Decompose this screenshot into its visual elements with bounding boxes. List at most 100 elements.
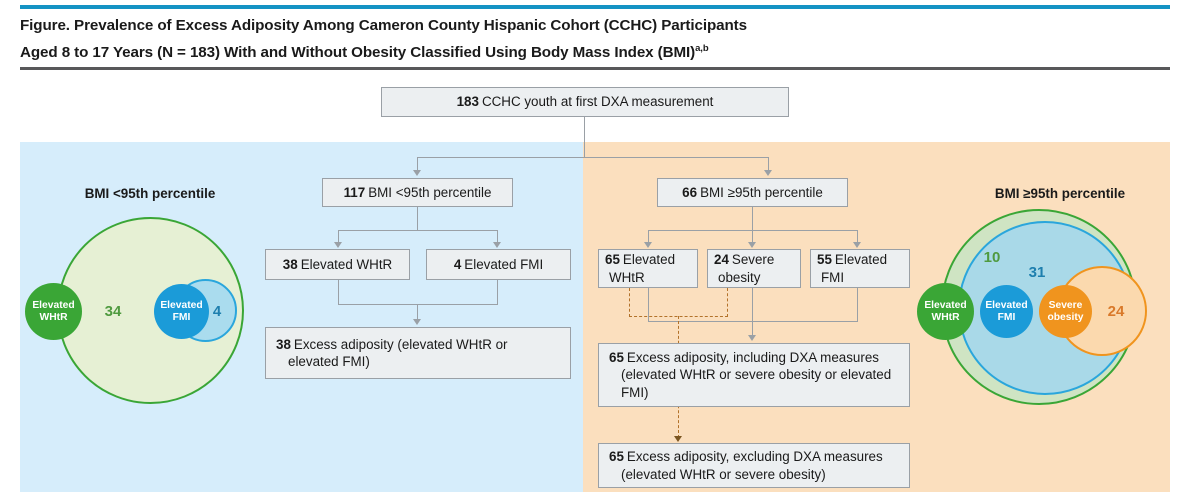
venn-left-green-count: 34 [104,303,122,320]
flow-box-right-elevated-whtr-count: 65 [605,252,620,267]
dashed-whtr-down [629,288,630,317]
flow-box-right-elevated-whtr-label: Elevated WHtR [609,252,676,285]
connector-right-fmi-down [857,288,858,322]
figure-title: Figure. Prevalence of Excess Adiposity A… [20,14,1170,64]
flow-box-right-severe-obesity-count: 24 [714,252,729,267]
connector-right-l1-to-severe [752,230,753,243]
flow-box-right-elevated-fmi-count: 55 [817,252,832,267]
venn-right-green-count: 10 [983,249,1001,266]
connector-right-l1-to-whtr [648,230,649,243]
flow-box-left-elevated-whtr-count: 38 [282,256,298,272]
flow-box-left-elevated-fmi-label: Elevated FMI [464,256,544,272]
arrow-root-to-left [413,170,421,176]
connector-root-split [417,157,768,158]
flow-box-right-level1-label: BMI ≥95th percentile [700,184,823,200]
arrow-right-to-fmi [853,242,861,248]
flow-box-right-excess-adiposity-including-dxa-label: Excess adiposity, including DXA measures… [621,349,892,400]
flow-box-root-count: 183 [456,94,479,110]
flow-box-right-severe-obesity-label: Severe obesity [718,252,775,285]
figure-title-footnote-markers: a,b [695,43,709,54]
figure-title-line-1: Figure. Prevalence of Excess Adiposity A… [20,17,747,34]
venn-left-fmi-circle: Elevated FMI [154,284,209,339]
flow-box-right-elevated-fmi-label: Elevated FMI [821,252,888,285]
venn-right-fmi-label: Elevated FMI [985,299,1028,323]
connector-left-merge [338,304,498,305]
connector-right-whtr-down [648,288,649,322]
connector-left-whtr-down [338,280,339,305]
venn-right-title: BMI ≥95th percentile [994,186,1126,201]
connector-right-severe-down [752,288,753,336]
figure-title-line-2: Aged 8 to 17 Years (N = 183) With and Wi… [20,37,1170,64]
flow-box-right-excess-adiposity-excluding-dxa-count: 65 [609,449,624,464]
arrow-right-to-including-dxa [748,335,756,341]
connector-right-merge [648,321,858,322]
connector-root-to-left [417,157,418,171]
arrow-right-to-severe [748,242,756,248]
venn-left-fmi-label: Elevated FMI [160,299,203,323]
arrow-left-to-whtr [334,242,342,248]
flow-box-left-elevated-whtr-label: Elevated WHtR [300,256,393,272]
venn-right-orange-count: 24 [1107,303,1125,320]
connector-left-fmi-down [497,280,498,305]
flow-box-left-level1-count: 117 [343,184,366,200]
venn-right-whtr-label: Elevated WHtR [924,299,967,323]
venn-right-whtr-circle: Elevated WHtR [917,283,974,340]
connector-root-stem [584,117,585,158]
venn-right-severe-obesity-label: Severe obesity [1047,299,1084,323]
connector-left-l1-stem [417,207,418,231]
connector-right-l1-stem [752,207,753,231]
flow-box-left-excess-adiposity-label: Excess adiposity (elevated WHtR or eleva… [288,336,508,370]
connector-left-merge-stem [417,304,418,320]
connector-left-l1-split [338,230,497,231]
flow-box-right-excess-adiposity-excluding-dxa-label: Excess adiposity, excluding DXA measures… [621,449,883,482]
flow-box-right-excess-adiposity-including-dxa-count: 65 [609,349,624,365]
venn-right-fmi-circle: Elevated FMI [980,285,1033,338]
connector-root-to-right [768,157,769,171]
arrow-left-to-result [413,319,421,325]
title-divider-rule [20,67,1170,70]
flow-box-left-level1-label: BMI <95th percentile [368,184,492,200]
venn-left-title: BMI <95th percentile [84,186,216,201]
connector-left-l1-to-fmi [497,230,498,243]
flow-box-left-excess-adiposity-count: 38 [276,336,291,352]
flow-box-left-elevated-fmi-count: 4 [453,256,462,272]
venn-left-whtr-circle: Elevated WHtR [25,283,82,340]
arrow-root-to-right [764,170,772,176]
connector-left-l1-to-whtr [338,230,339,243]
venn-left-whtr-label: Elevated WHtR [32,299,75,323]
venn-right-severe-obesity-circle: Severe obesity [1039,285,1092,338]
arrow-right-to-whtr [644,242,652,248]
venn-right-blue-count: 31 [1028,264,1046,281]
arrow-left-to-fmi [493,242,501,248]
venn-left-blue-count: 4 [212,303,222,320]
dashed-severe-down [727,288,728,317]
connector-right-l1-to-fmi [857,230,858,243]
flow-box-root-label: CCHC youth at first DXA measurement [481,94,714,110]
arrow-right-to-excluding-dxa [674,436,682,442]
figure-title-line-2-text: Aged 8 to 17 Years (N = 183) With and Wi… [20,44,696,62]
top-accent-rule [20,5,1170,9]
flow-box-right-level1-count: 66 [682,184,698,200]
